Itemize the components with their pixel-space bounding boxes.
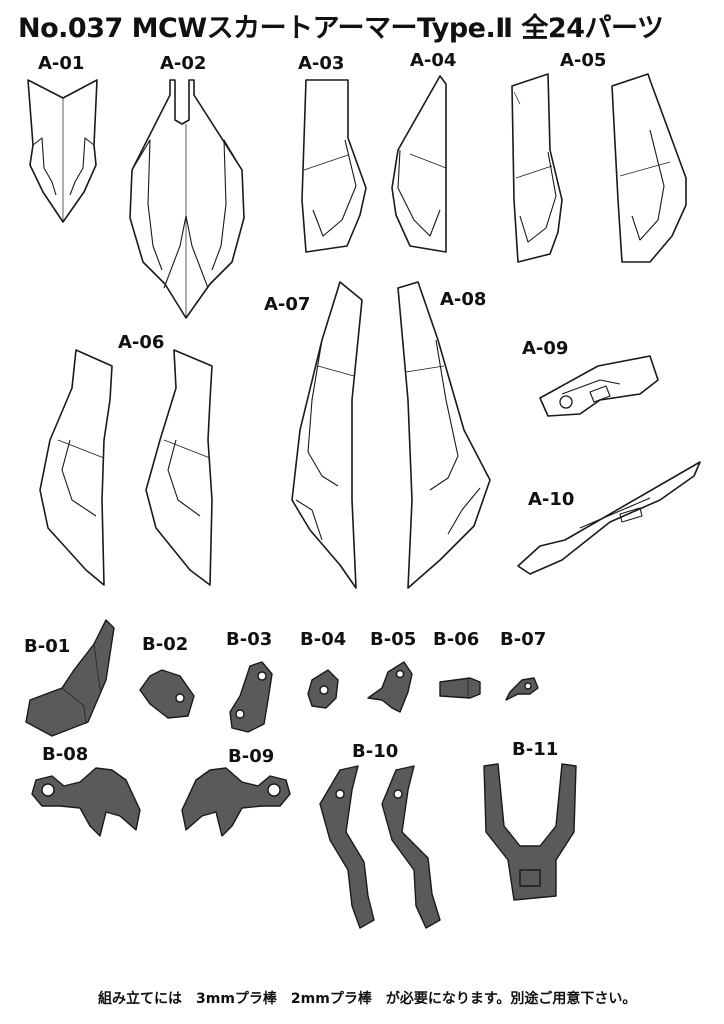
- part-a05-left-drawing: [511, 73, 563, 263]
- part-a06-left-drawing: [39, 349, 113, 586]
- part-b02-drawing: [139, 669, 195, 719]
- label-b02: B-02: [142, 634, 189, 655]
- part-b08-drawing: [31, 767, 141, 837]
- part-a03-drawing: [301, 79, 367, 253]
- label-b08: B-08: [42, 744, 89, 765]
- part-a08-drawing: [397, 281, 491, 589]
- label-b07: B-07: [500, 629, 547, 650]
- label-a07: A-07: [264, 294, 311, 315]
- part-b05-drawing: [367, 661, 413, 713]
- label-a10: A-10: [528, 489, 575, 510]
- part-a04-drawing: [391, 75, 447, 253]
- label-a02: A-02: [160, 53, 207, 74]
- label-b03: B-03: [226, 629, 273, 650]
- part-b07-drawing: [505, 677, 539, 701]
- part-b04-drawing: [307, 669, 339, 709]
- label-b05: B-05: [370, 629, 417, 650]
- label-a01: A-01: [38, 53, 85, 74]
- assembly-note: 組み立てには 3mmプラ棒 2mmプラ棒 が必要になります。別途ご用意下さい。: [98, 991, 637, 1007]
- label-b01: B-01: [24, 636, 71, 657]
- label-a03: A-03: [298, 53, 345, 74]
- label-a09: A-09: [522, 338, 569, 359]
- part-a09-drawing: [539, 355, 659, 417]
- part-a02-drawing: [129, 79, 245, 319]
- part-b10-left-drawing: [319, 765, 375, 929]
- part-b03-drawing: [229, 661, 273, 733]
- label-b09: B-09: [228, 746, 275, 767]
- part-a06-right-drawing: [145, 349, 213, 586]
- part-a05-right-drawing: [611, 73, 687, 263]
- sheet-title: No.037 MCWスカートアーマーType.Ⅱ 全24パーツ: [18, 13, 664, 44]
- label-a06: A-06: [118, 332, 165, 353]
- label-b11: B-11: [512, 739, 559, 760]
- label-a04: A-04: [410, 50, 457, 71]
- part-b09-drawing: [181, 767, 291, 837]
- label-a05: A-05: [560, 50, 607, 71]
- part-b01-drawing: [25, 619, 115, 737]
- part-b10-right-drawing: [381, 765, 441, 929]
- label-b04: B-04: [300, 629, 347, 650]
- part-b06-drawing: [439, 677, 481, 699]
- part-a07-drawing: [291, 281, 363, 589]
- label-a08: A-08: [440, 289, 487, 310]
- part-a01-drawing: [27, 79, 98, 223]
- part-a10-drawing: [517, 461, 701, 575]
- label-b10: B-10: [352, 741, 399, 762]
- part-b11-drawing: [483, 763, 577, 901]
- label-b06: B-06: [433, 629, 480, 650]
